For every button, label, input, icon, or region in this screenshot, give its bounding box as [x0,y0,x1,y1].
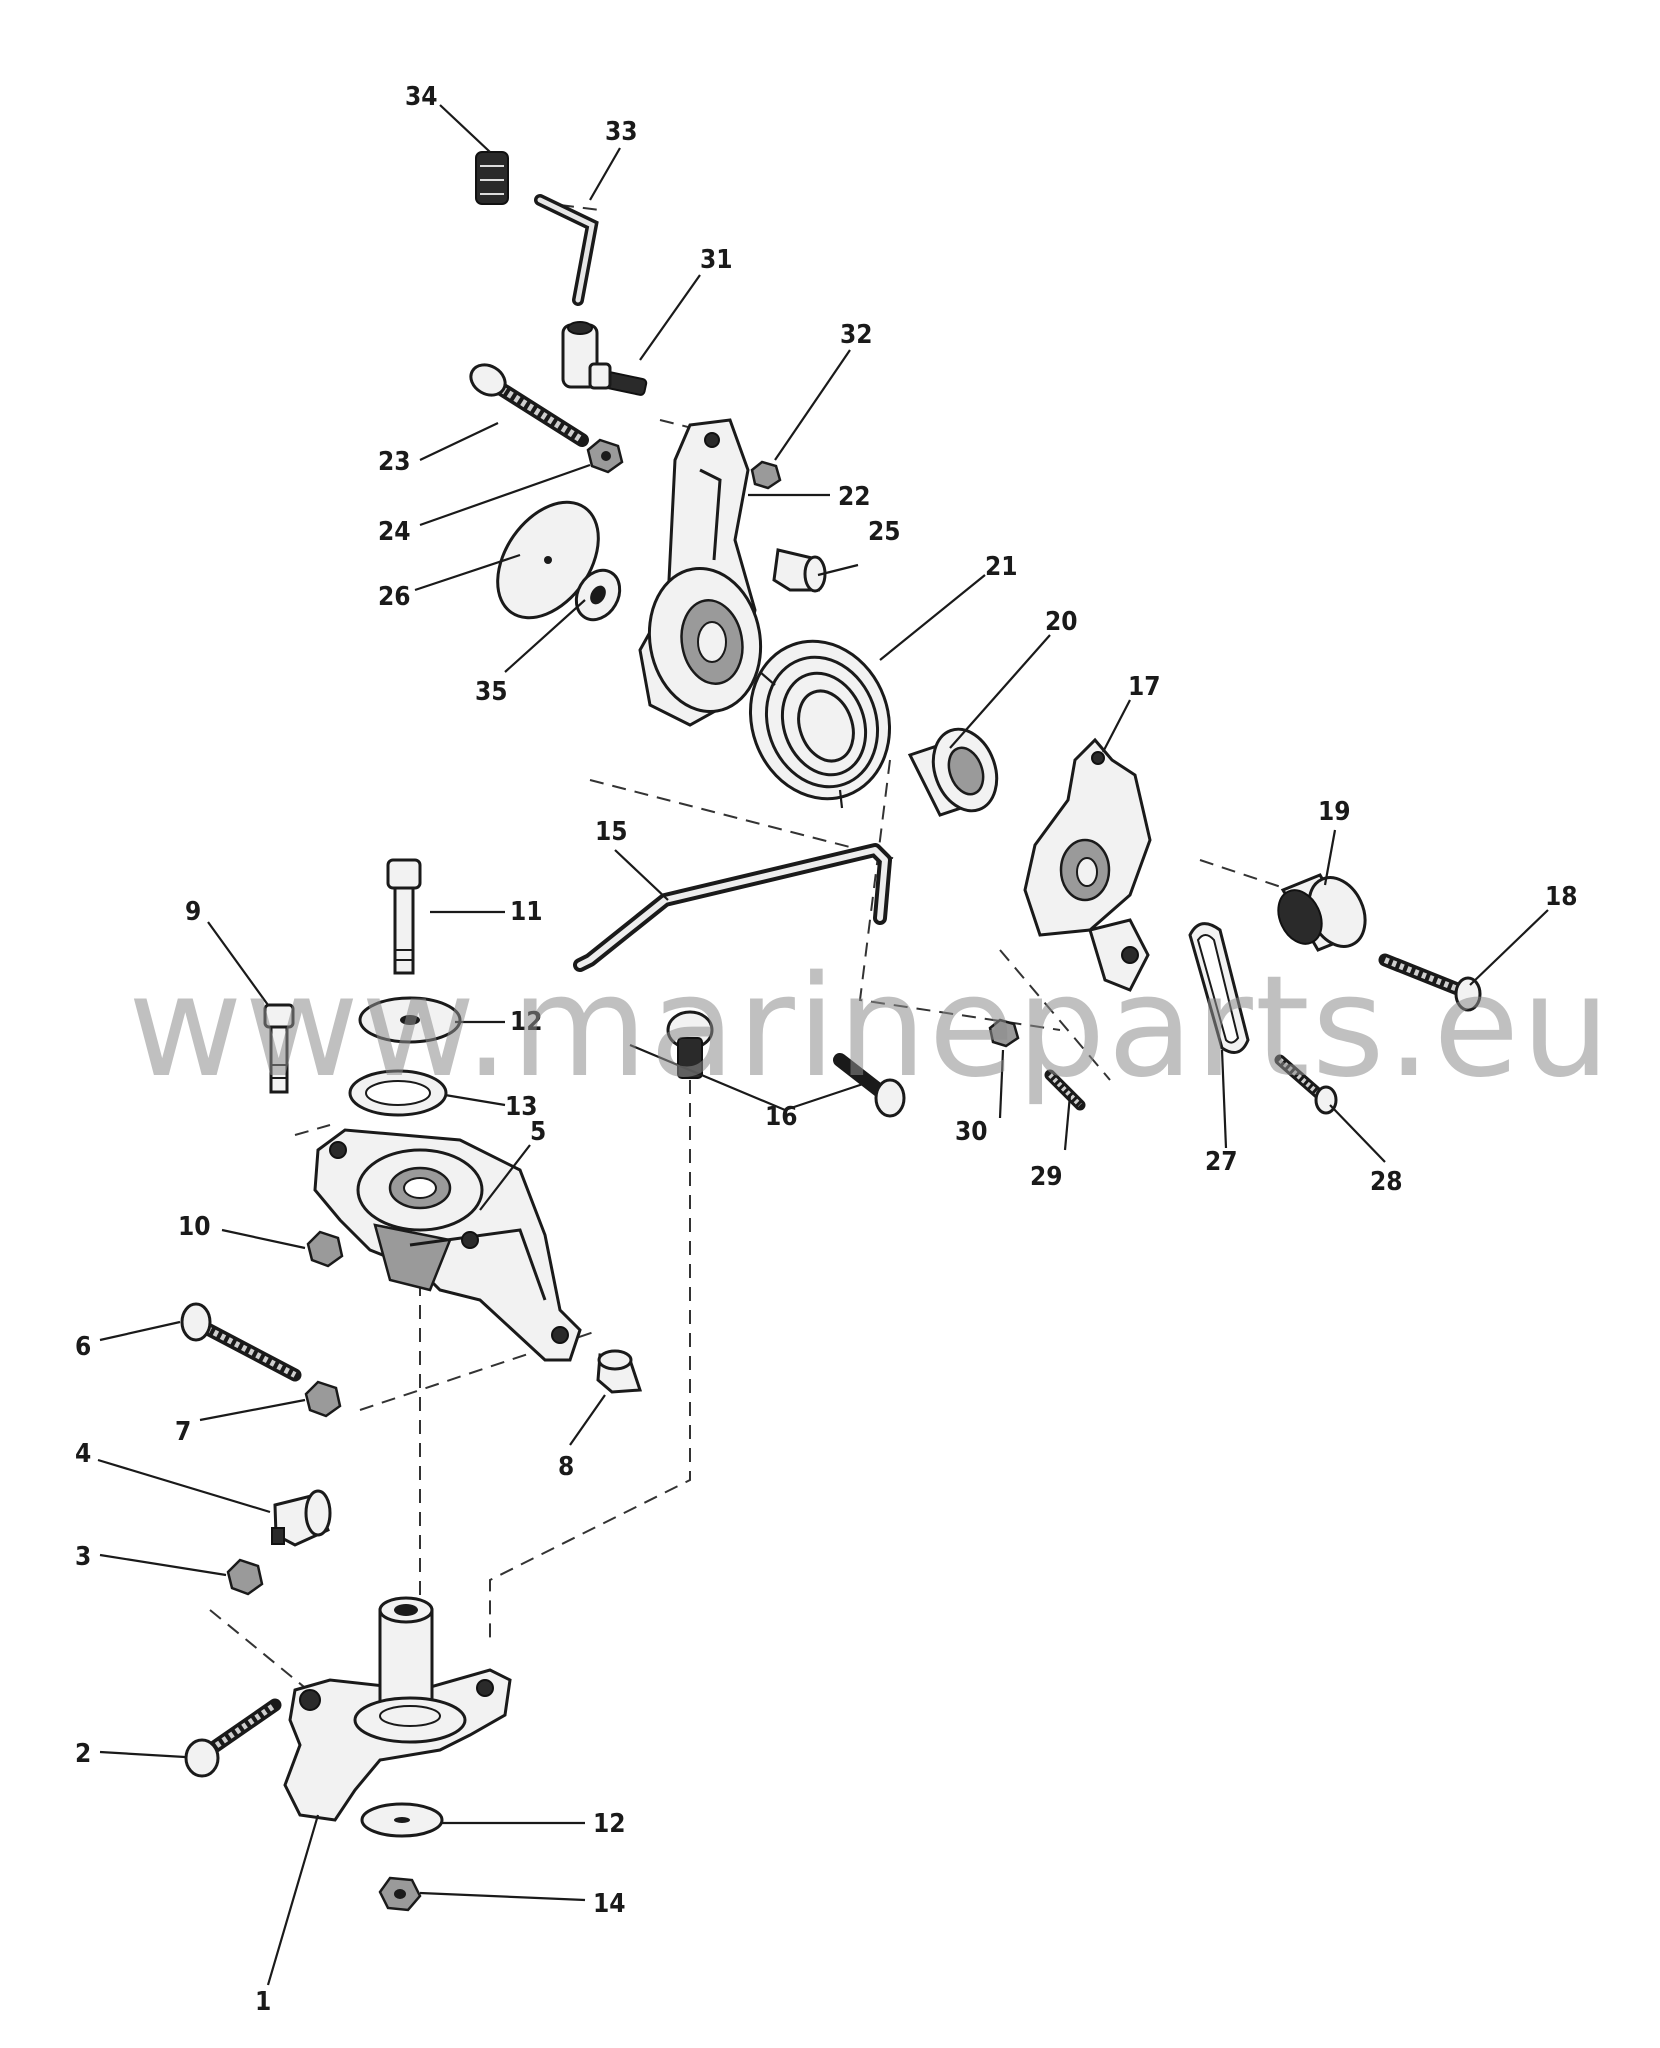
part-11-bolt [386,858,422,975]
callout-22: 22 [838,482,871,512]
watermark-text: www.marineparts.eu [128,946,1612,1109]
callout-8: 8 [558,1452,574,1482]
callout-23: 23 [378,447,411,477]
callout-21: 21 [985,552,1018,582]
part-13-wave-washer [348,1069,448,1117]
part-2-screw [184,1698,282,1778]
callout-5: 5 [530,1117,546,1147]
callout-34: 34 [405,82,438,112]
part-23-screw [469,363,589,447]
part-34-set-screw [475,151,509,205]
leader-lines [97,104,1549,1986]
callout-19: 19 [1318,797,1351,827]
callout-1: 1 [255,1987,271,2017]
part-15-throttle-rod [573,843,892,972]
callout-20: 20 [1045,607,1078,637]
part-3-nut [226,1558,264,1596]
part-25-plug [772,548,827,593]
callout-numbers: 34 33 31 32 23 22 24 25 26 21 35 20 17 1… [75,82,1578,2017]
callout-17: 17 [1128,672,1161,702]
callout-3: 3 [75,1542,91,1572]
part-24-nut [586,438,624,474]
part-19-bushing [1277,873,1367,952]
part-35-small-washer [574,568,622,622]
callout-32: 32 [840,320,873,350]
part-17-lever-plate [1023,737,1152,992]
callout-16: 16 [765,1102,798,1132]
part-4-plug [271,1489,332,1547]
callout-29: 29 [1030,1162,1063,1192]
callout-33: 33 [605,117,638,147]
callout-28: 28 [1370,1167,1403,1197]
part-33-bent-rod [534,194,599,306]
callout-35: 35 [475,677,508,707]
part-12-washer-lower [360,1802,444,1838]
part-14-nut [378,1876,422,1912]
part-31-link-block [561,321,648,396]
part-28-screw [1274,1054,1338,1115]
callout-15: 15 [595,817,628,847]
callout-10: 10 [178,1212,211,1242]
part-21-coil-spring [748,639,892,809]
part-22-cam-arm [638,418,763,727]
callout-2: 2 [75,1739,91,1769]
callout-11: 11 [510,897,543,927]
callout-9: 9 [185,897,201,927]
callout-14: 14 [593,1889,626,1919]
callout-25: 25 [868,517,901,547]
part-12-washer-upper [358,996,462,1044]
part-5-cam-bracket [313,1128,582,1362]
part-30-nut [988,1018,1020,1048]
part-27-link [1188,922,1250,1054]
callout-4: 4 [75,1439,91,1469]
callout-7: 7 [175,1417,191,1447]
part-10-nut [306,1230,344,1268]
callout-31: 31 [700,245,733,275]
callout-26: 26 [378,582,411,612]
part-18-screw [1378,953,1482,1012]
callout-13: 13 [505,1092,538,1122]
callout-12-upper: 12 [510,1007,543,1037]
part-6-screw [180,1302,302,1382]
part-1-base-lever [283,1596,512,1822]
part-32-nut [750,460,782,490]
callout-27: 27 [1205,1147,1238,1177]
callout-24: 24 [378,517,411,547]
callout-6: 6 [75,1332,91,1362]
callout-18: 18 [1545,882,1578,912]
part-20-bushing [907,727,999,817]
part-29-screw [1044,1069,1086,1111]
callout-30: 30 [955,1117,988,1147]
part-8-plug [596,1349,643,1394]
callout-12-lower: 12 [593,1809,626,1839]
part-7-nut [304,1380,342,1418]
part-9-bolt [263,1003,295,1094]
